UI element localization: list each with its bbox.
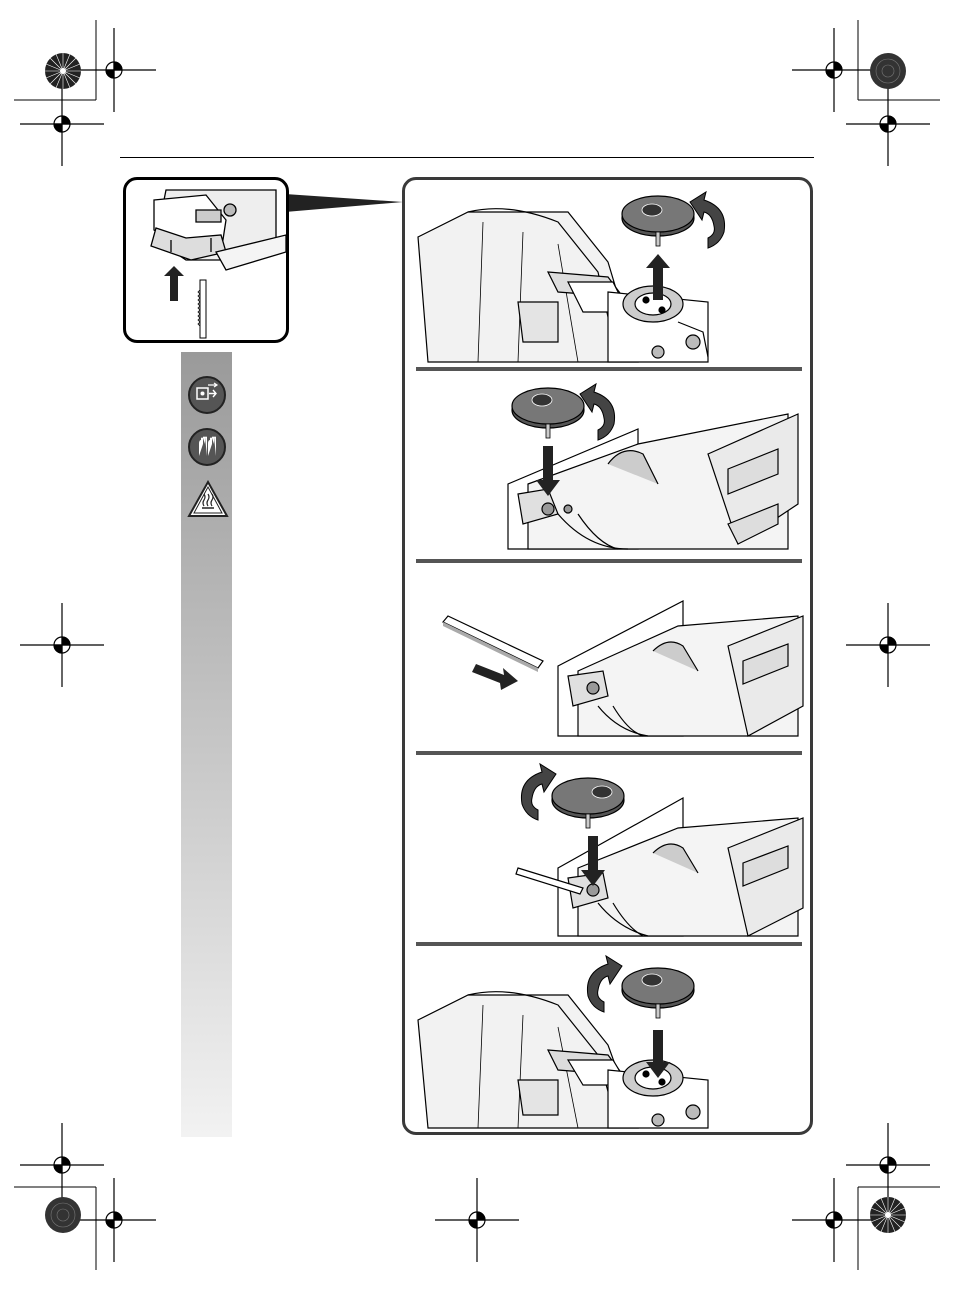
gloves-icon bbox=[188, 428, 226, 466]
starburst-disc-top-right bbox=[869, 52, 907, 90]
step-divider-1 bbox=[416, 367, 802, 371]
unplug-icon bbox=[188, 376, 226, 414]
step-divider-3 bbox=[416, 751, 802, 755]
callout-connector bbox=[285, 190, 410, 220]
hot-surface-warning-icon bbox=[187, 480, 229, 518]
starburst-disc-bottom-right bbox=[869, 1196, 907, 1234]
safety-icon-strip bbox=[181, 352, 232, 1137]
step-2-insert-knob bbox=[408, 374, 806, 554]
starburst-disc-top-left bbox=[44, 52, 82, 90]
step-3-insert-blade bbox=[408, 566, 806, 746]
header-rule bbox=[120, 157, 814, 158]
step-4-tighten-knob bbox=[408, 758, 806, 938]
step-5-press-knob bbox=[408, 950, 806, 1130]
step-1-remove-knob bbox=[408, 182, 806, 364]
inset-detail-blade-clamp bbox=[123, 177, 289, 343]
step-divider-2 bbox=[416, 559, 802, 563]
step-divider-4 bbox=[416, 942, 802, 946]
starburst-disc-bottom-left bbox=[44, 1196, 82, 1234]
